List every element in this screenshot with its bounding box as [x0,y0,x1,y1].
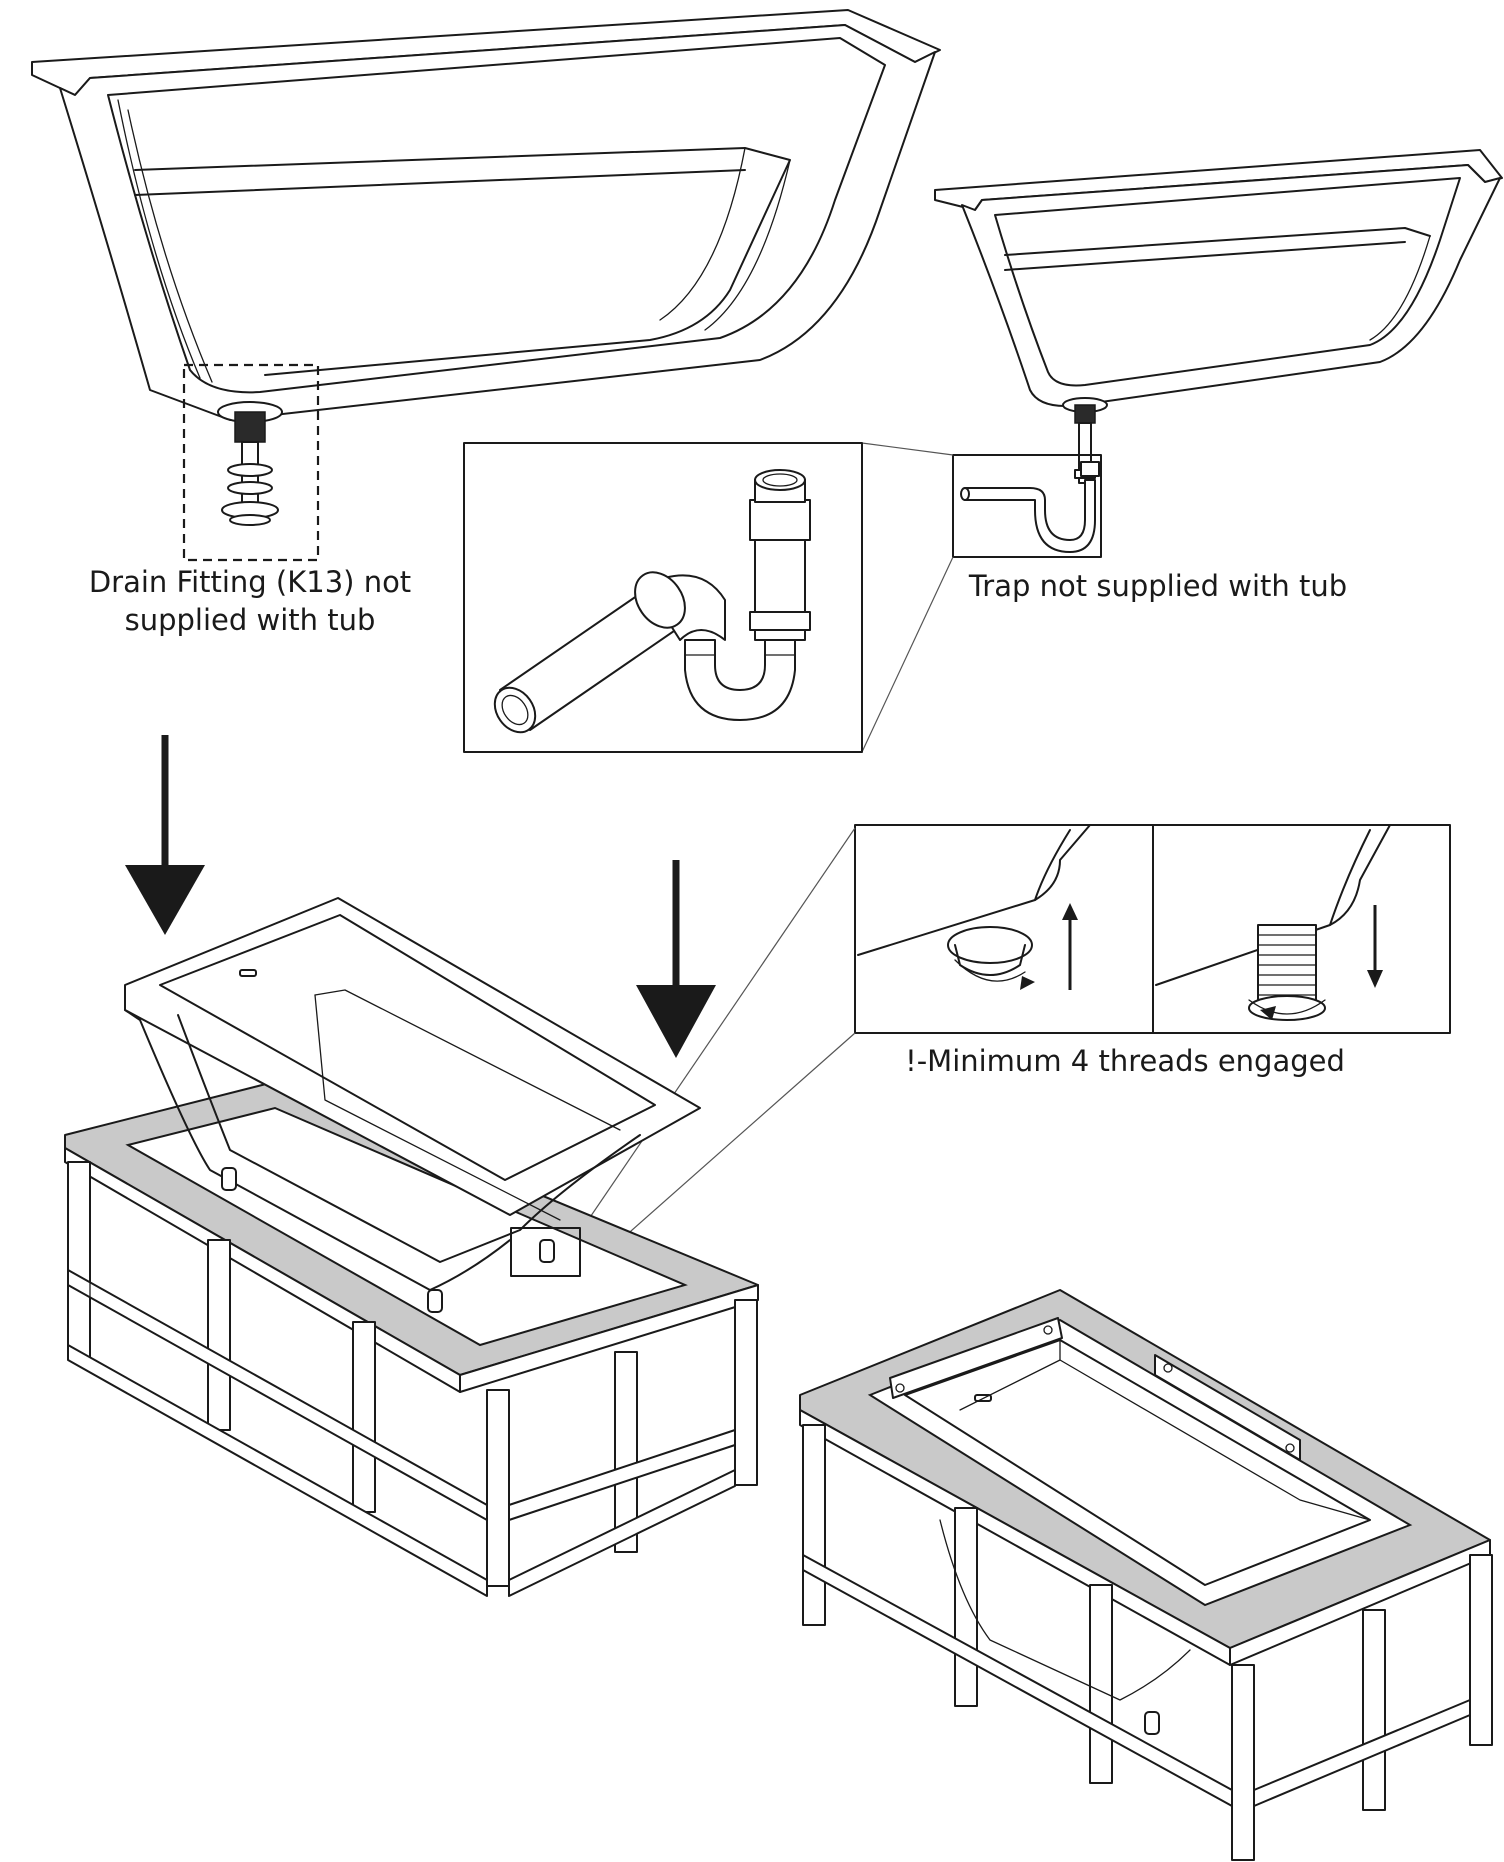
trap-caption: Trap not supplied with tub [968,569,1347,603]
tub-section-small [934,149,1503,558]
drain-caption-line1: Drain Fitting (K13) not [89,565,411,599]
threads-caption: !-Minimum 4 threads engaged [905,1044,1345,1078]
trap-detail [463,442,863,753]
drain-fitting [217,401,283,526]
threaded-foot [1248,924,1326,1021]
down-arrow-icon [1367,905,1383,988]
down-arrow-icon [636,860,716,1058]
frame-with-tub-installed [799,1289,1493,1861]
down-arrow-icon [125,735,205,935]
frame-with-tub-lowering [64,897,759,1597]
drain-caption-line2: supplied with tub [125,603,376,637]
threads-detail [854,824,1451,1034]
up-arrow-icon [1062,903,1078,990]
tub-section-large [31,9,941,562]
